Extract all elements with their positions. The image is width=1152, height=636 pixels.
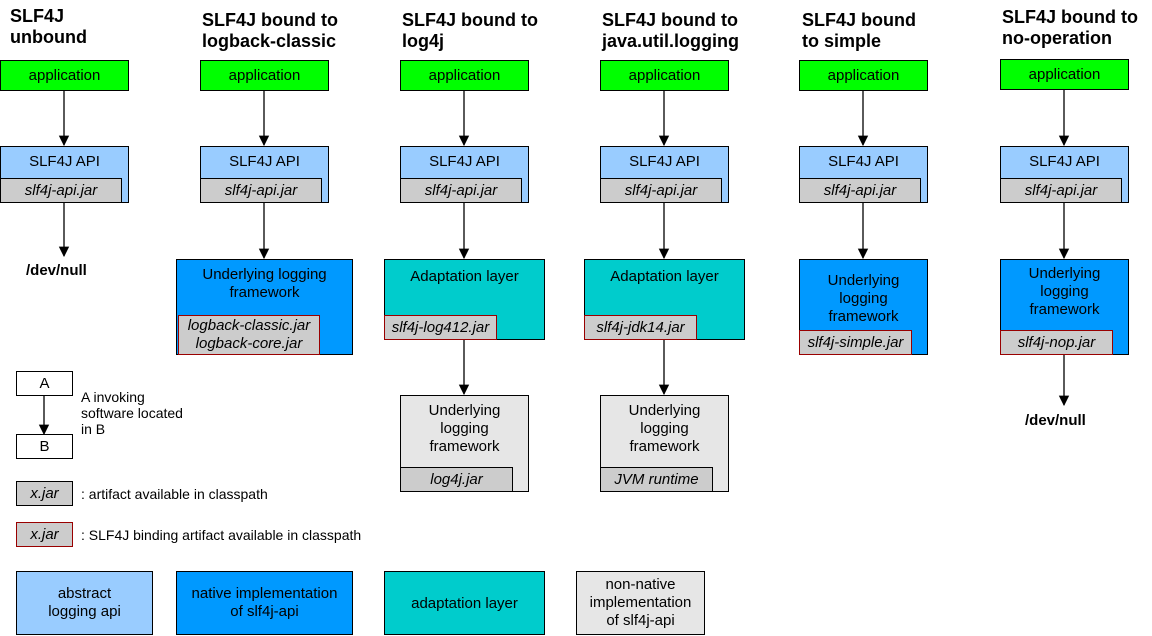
application-box: application <box>600 60 729 91</box>
framework-label: Underlying logging framework <box>1028 265 1101 318</box>
framework-label: Underlying logging framework <box>202 266 327 301</box>
legend-jar-sample: x.jar <box>16 481 73 506</box>
column-title-simple: SLF4J bound to simple <box>802 10 916 51</box>
application-box: application <box>0 60 129 91</box>
legend-adaptation-label: adaptation layer <box>411 594 518 612</box>
slf4j-api-jar: slf4j-api.jar <box>1000 178 1122 203</box>
slf4j-api-jar: slf4j-api.jar <box>600 178 722 203</box>
legend-nonnative-label: non-native implementation of slf4j-api <box>589 576 692 629</box>
legend-abstract-label: abstract logging api <box>48 585 121 620</box>
slf4j-jdk14-jar: slf4j-jdk14.jar <box>584 315 697 340</box>
slf4j-log412-jar: slf4j-log412.jar <box>384 315 497 340</box>
devnull-label: /dev/null <box>1025 412 1086 429</box>
jvm-runtime-jar: JVM runtime <box>600 467 713 492</box>
legend-box-a: A <box>16 371 73 396</box>
application-box: application <box>200 60 329 91</box>
column-title-log4j: SLF4J bound to log4j <box>402 10 538 51</box>
slf4j-api-jar: slf4j-api.jar <box>400 178 522 203</box>
log4j-jar: log4j.jar <box>400 467 513 492</box>
legend-native-label: native implementation of slf4j-api <box>191 585 338 620</box>
adaptation-label: Adaptation layer <box>610 268 719 285</box>
legend-artifact-text: : artifact available in classpath <box>81 486 268 502</box>
legend-adaptation-layer: adaptation layer <box>384 571 545 635</box>
slf4j-api-label: SLF4J API <box>1029 153 1100 170</box>
application-box: application <box>1000 59 1129 90</box>
slf4j-api-label: SLF4J API <box>229 153 300 170</box>
framework-label: Underlying logging framework <box>827 272 900 325</box>
legend-binding-jar-sample: x.jar <box>16 522 73 547</box>
legend-nonnative-impl: non-native implementation of slf4j-api <box>576 571 705 635</box>
slf4j-api-label: SLF4J API <box>429 153 500 170</box>
column-title-jul: SLF4J bound to java.util.logging <box>602 10 740 51</box>
slf4j-api-label: SLF4J API <box>828 153 899 170</box>
legend-native-impl: native implementation of slf4j-api <box>176 571 353 635</box>
framework-label: Underlying logging framework <box>628 402 701 455</box>
logback-jars: logback-classic.jar logback-core.jar <box>178 315 320 355</box>
slf4j-api-jar: slf4j-api.jar <box>200 178 322 203</box>
legend-abstract-api: abstract logging api <box>16 571 153 635</box>
column-title-nop: SLF4J bound to no-operation <box>1002 7 1138 48</box>
legend-binding-text: : SLF4J binding artifact available in cl… <box>81 527 362 543</box>
slf4j-api-label: SLF4J API <box>29 153 100 170</box>
legend-invoking-text: A invoking software located in B <box>81 389 183 437</box>
application-box: application <box>400 60 529 91</box>
slf4j-nop-jar: slf4j-nop.jar <box>1000 330 1113 355</box>
slf4j-api-label: SLF4J API <box>629 153 700 170</box>
column-title-logback: SLF4J bound to logback-classic <box>202 10 338 51</box>
slf4j-api-jar: slf4j-api.jar <box>799 178 921 203</box>
framework-label: Underlying logging framework <box>428 402 501 455</box>
slf4j-api-jar: slf4j-api.jar <box>0 178 122 203</box>
slf4j-simple-jar: slf4j-simple.jar <box>799 330 912 355</box>
adaptation-label: Adaptation layer <box>410 268 519 285</box>
column-title-unbound: SLF4J unbound <box>10 6 87 47</box>
legend-box-b: B <box>16 434 73 459</box>
application-box: application <box>799 60 928 91</box>
devnull-label: /dev/null <box>26 262 87 279</box>
